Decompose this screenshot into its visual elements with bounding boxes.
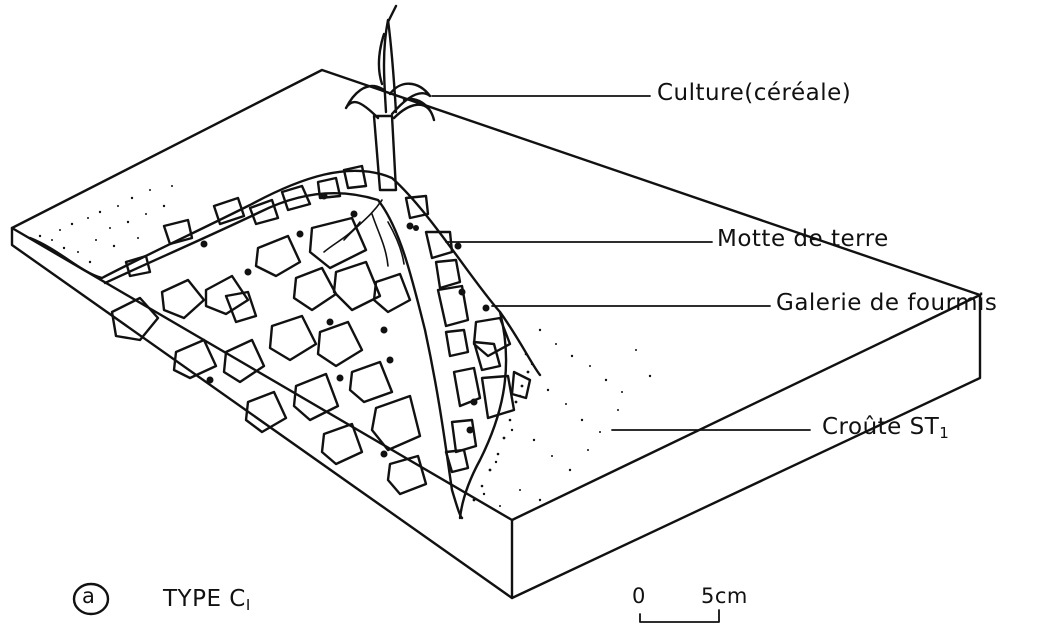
scale-bar <box>640 610 719 622</box>
roots <box>324 200 404 266</box>
label-croute: Croûte ST1 <box>822 414 949 442</box>
block-outline <box>12 70 980 598</box>
label-galerie: Galerie de fourmis <box>776 290 997 316</box>
label-motte: Motte de terre <box>717 226 889 252</box>
caption-type: TYPE CI <box>163 586 251 614</box>
scale-length: 5cm <box>701 584 748 608</box>
crust-band <box>30 171 540 518</box>
label-croute-text: Croûte ST <box>822 414 939 440</box>
label-culture: Culture(céréale) <box>657 80 851 106</box>
cereal-plant <box>346 6 434 190</box>
leader-lines <box>432 96 810 430</box>
caption-marker: a <box>82 584 95 608</box>
caption-type-sub: I <box>246 596 251 614</box>
caption-type-text: TYPE C <box>163 586 246 612</box>
label-croute-sub: 1 <box>939 424 949 442</box>
scale-zero: 0 <box>632 584 646 608</box>
soil-clods <box>112 166 530 494</box>
